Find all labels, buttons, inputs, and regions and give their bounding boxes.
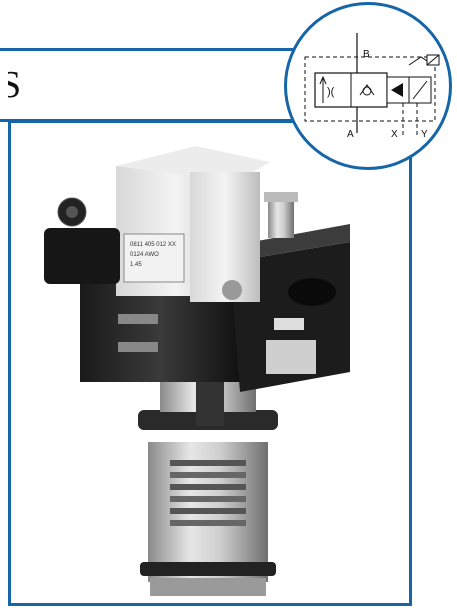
hydraulic-symbol-circle: )( B A X Y <box>284 2 452 170</box>
solenoid-housing <box>190 172 260 302</box>
logo-plate <box>274 318 304 330</box>
port-hole <box>288 278 336 306</box>
title-bar: S <box>0 48 318 122</box>
valve-product-image: 0811 405 012 XX 0124 AWO 1.45 <box>44 146 350 596</box>
nameplate <box>266 340 316 374</box>
port-b-label: B <box>363 49 370 60</box>
spring-coils <box>170 460 246 526</box>
port-a-label: A <box>347 129 354 140</box>
svg-text:)(: )( <box>327 86 335 98</box>
label-line-2: 0124 AWO <box>130 252 159 258</box>
hydraulic-symbol-icon: )( B A X Y <box>304 33 440 140</box>
screw-head <box>222 280 242 300</box>
port-y-label: Y <box>421 129 428 140</box>
o-ring-bottom <box>140 562 276 576</box>
label-line-1: 0811 405 012 XX <box>130 242 176 248</box>
pilot-label <box>123 233 185 283</box>
page-title: S <box>0 64 22 106</box>
pressure-fitting <box>268 198 294 238</box>
label-line-3: 1.45 <box>130 262 142 268</box>
port-x-label: X <box>391 129 398 140</box>
electrical-connector <box>44 228 120 284</box>
